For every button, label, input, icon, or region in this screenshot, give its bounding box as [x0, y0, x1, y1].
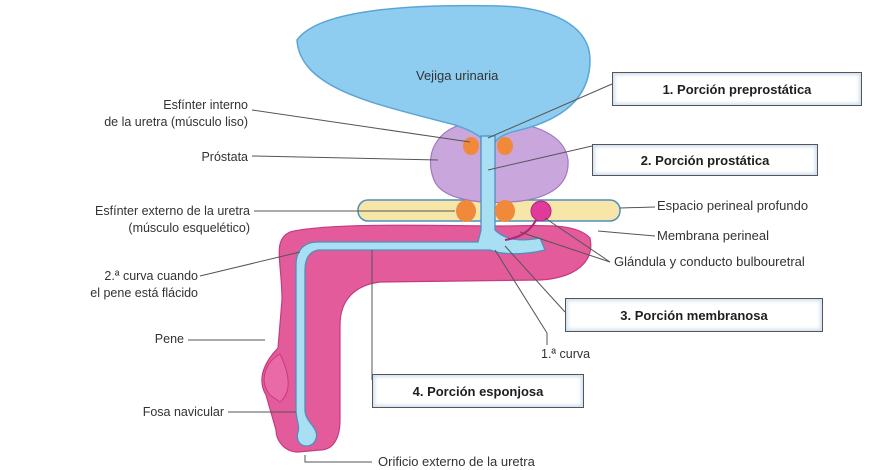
internal-sphincter-label-2: de la uretra (músculo liso) [104, 115, 248, 129]
perineal-membrane-label: Membrana perineal [657, 228, 770, 243]
external-orifice-label: Orificio externo de la uretra [378, 454, 535, 469]
penis-label: Pene [154, 332, 184, 346]
internal-sphincter-label-1: Esfínter interno [163, 98, 248, 112]
external-sphincter-left [456, 200, 476, 222]
bladder-label: Vejiga urinaria [416, 68, 499, 83]
bulbourethral-gland-shape [530, 200, 552, 222]
navicular-fossa-label: Fosa navicular [142, 405, 224, 419]
external-sphincter-label-2: (músculo esquelético) [128, 221, 250, 235]
bulbourethral-gland-label: Glándula y conducto bulbouretral [614, 254, 805, 269]
internal-sphincter-left [463, 137, 479, 155]
spongy-portion-box: 4. Porción esponjosa [372, 374, 584, 408]
preprostatic-portion-box: 1. Porción preprostática [612, 72, 862, 106]
first-curve-label: 1.ª curva [541, 347, 591, 361]
penis-shape [261, 224, 592, 453]
urethra-tube [295, 135, 546, 447]
spongy-portion-text: 4. Porción esponjosa [412, 383, 544, 399]
external-sphincter-label-1: Esfínter externo de la uretra [95, 204, 250, 218]
membranous-portion-text: 3. Porción membranosa [620, 307, 768, 323]
bulbourethral-duct [504, 219, 537, 241]
preprostatic-portion-text: 1. Porción preprostática [662, 81, 812, 97]
deep-perineal-space-label: Espacio perineal profundo [657, 198, 809, 213]
leader-lines [188, 83, 656, 463]
prostate-label: Próstata [201, 150, 248, 164]
prostatic-portion-box: 2. Porción prostática [592, 144, 818, 176]
second-curve-label-1: 2.ª curva cuando [104, 269, 198, 283]
second-curve-label-2: el pene está flácido [90, 286, 198, 300]
prostatic-portion-text: 2. Porción prostática [640, 152, 770, 168]
bladder-shape [296, 4, 591, 143]
internal-sphincter-right [497, 137, 513, 155]
external-sphincter-right [495, 200, 515, 222]
glans-outline [263, 353, 289, 403]
membranous-portion-box: 3. Porción membranosa [565, 298, 823, 332]
